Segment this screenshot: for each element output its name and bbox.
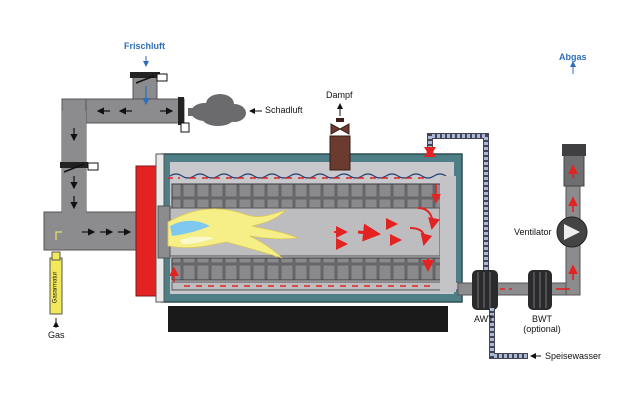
label-awt: AWT <box>474 314 494 324</box>
damper-icon <box>178 97 190 133</box>
burner-flame <box>167 208 300 259</box>
heat-exchanger-icon <box>528 270 552 310</box>
label-gas: Gas <box>48 330 65 340</box>
label-gasarmatur: Gasarmatur <box>52 271 59 304</box>
air-flow-arrows <box>55 86 174 240</box>
flue-gas-arrows <box>168 177 441 287</box>
label-frischluft: Frischluft <box>124 41 166 51</box>
label-speisewasser: Speisewasser <box>545 351 602 361</box>
damper-icon <box>60 162 99 173</box>
smoke-cloud-icon <box>188 94 246 126</box>
steam-outlet <box>329 103 351 171</box>
boiler-base <box>168 306 448 332</box>
fan-icon <box>556 216 588 248</box>
valve-icon <box>330 118 350 135</box>
label-bwt: BWT <box>532 314 552 324</box>
damper-icon <box>130 72 168 84</box>
label-abgas: Abgas <box>559 52 587 62</box>
feedwater-pipe <box>424 133 541 359</box>
label-dampf: Dampf <box>326 90 353 100</box>
heat-exchanger-icon <box>472 270 498 310</box>
flue-gas-duct <box>457 61 586 296</box>
label-schadluft: Schadluft <box>265 105 303 115</box>
label-bwt-optional: (optional) <box>523 324 561 334</box>
label-ventilator: Ventilator <box>514 227 552 237</box>
valve-icon <box>424 147 436 157</box>
gas-valve <box>49 251 63 328</box>
